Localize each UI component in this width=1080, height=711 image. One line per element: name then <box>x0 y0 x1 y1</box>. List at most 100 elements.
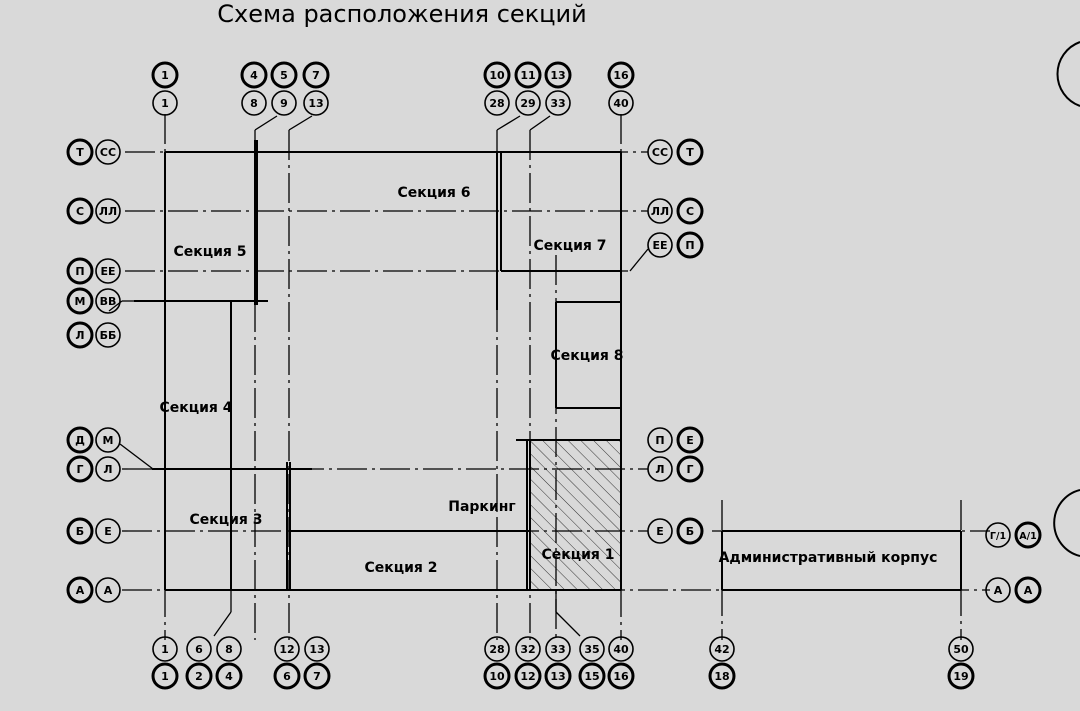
right-ee-p-inner-label: ЕЕ <box>652 239 667 252</box>
top-5-9-outer-label: 5 <box>280 69 288 82</box>
section-2-label: Секция 2 <box>364 560 437 576</box>
section-5-label: Секция 5 <box>173 244 246 260</box>
left-b-e-inner: Е <box>95 518 121 544</box>
right-ee-p-outer: П <box>676 231 704 259</box>
bottom-28-10-outer-label: 10 <box>489 670 505 683</box>
right-cc-t-inner-label: СС <box>652 146 668 159</box>
right-e-b-inner: Е <box>647 518 673 544</box>
top-7-13-outer-label: 7 <box>312 69 320 82</box>
bottom-1-1-outer: 1 <box>151 662 179 690</box>
edge-circle-top <box>1056 41 1080 107</box>
left-b-e-outer-label: Б <box>76 525 84 538</box>
left-l-bb-outer: Л <box>66 321 94 349</box>
left-s-ll-outer: С <box>66 197 94 225</box>
bottom-35-15-outer-label: 15 <box>584 670 599 683</box>
right-cc-t-inner: СС <box>647 139 673 165</box>
bottom-12-6-inner-label: 12 <box>279 643 294 656</box>
bottom-50-19-inner: 50 <box>948 636 974 662</box>
bottom-42-18-outer: 18 <box>708 662 736 690</box>
right-ee-p-outer-label: П <box>685 239 694 252</box>
bottom-33-13-inner: 33 <box>545 636 571 662</box>
bottom-28-10-inner: 28 <box>484 636 510 662</box>
top-10-28-inner-label: 28 <box>489 97 504 110</box>
top-16-40-inner: 40 <box>608 90 634 116</box>
section-3-label: Секция 3 <box>189 512 262 528</box>
edge-circle-bottom <box>1053 489 1080 557</box>
left-p-ee-inner: ЕЕ <box>95 258 121 284</box>
right-e-b-outer-label: Б <box>686 525 694 538</box>
right-cc-t-outer: Т <box>676 138 704 166</box>
top-4-8-outer: 4 <box>240 61 268 89</box>
bottom-50-19-outer: 19 <box>947 662 975 690</box>
left-l-bb-inner-label: ББ <box>100 329 117 342</box>
section-7-label: Секция 7 <box>533 238 606 254</box>
bottom-6-2-inner-label: 6 <box>195 643 203 656</box>
right-ee-p-inner: ЕЕ <box>647 232 673 258</box>
right-e-b-inner-label: Е <box>656 525 664 538</box>
left-m-vv-inner-label: ВВ <box>100 295 117 308</box>
top-13-33-inner: 33 <box>545 90 571 116</box>
bottom-6-2-outer-label: 2 <box>195 670 203 683</box>
left-p-ee-outer: П <box>66 257 94 285</box>
axis-markers: 1148597131028112913331640116284126137281… <box>66 61 1042 690</box>
right-cc-t-outer-label: Т <box>686 146 694 159</box>
left-b-e-outer: Б <box>66 517 94 545</box>
top-5-9-outer: 5 <box>270 61 298 89</box>
left-a-a-outer: А <box>66 576 94 604</box>
bottom-1-1-inner-label: 1 <box>161 643 169 656</box>
bottom-35-15-outer: 15 <box>578 662 606 690</box>
section-labels: Секция 6 Секция 5 Секция 7 Секция 8 Секц… <box>159 185 937 576</box>
wall-lines <box>134 140 962 591</box>
right-e-b-outer: Б <box>676 517 704 545</box>
bottom-42-18-outer-label: 18 <box>714 670 729 683</box>
top-1-outer: 1 <box>151 61 179 89</box>
right-p-e-outer-label: Е <box>686 434 694 447</box>
bottom-13-7-outer: 7 <box>303 662 331 690</box>
left-s-ll-inner-label: ЛЛ <box>99 205 117 218</box>
bottom-33-13-inner-label: 33 <box>550 643 565 656</box>
right-ll-s-outer-label: С <box>686 205 694 218</box>
bottom-13-7-outer-label: 7 <box>313 670 321 683</box>
left-t-cc-outer: Т <box>66 138 94 166</box>
bottom-32-12-inner-label: 32 <box>520 643 535 656</box>
top-10-28-outer-label: 10 <box>489 69 505 82</box>
section-1-hatch <box>530 440 621 590</box>
parking-label: Паркинг <box>448 499 515 515</box>
left-g-l-outer: Г <box>66 455 94 483</box>
left-d-m-inner: М <box>95 427 121 453</box>
left-p-ee-outer-label: П <box>75 265 84 278</box>
top-11-29-inner: 29 <box>515 90 541 116</box>
top-13-33-inner-label: 33 <box>550 97 565 110</box>
left-d-m-inner-label: М <box>103 434 114 447</box>
left-t-cc-inner-label: СС <box>100 146 116 159</box>
section-4-label: Секция 4 <box>159 400 232 416</box>
bottom-50-19-outer-label: 19 <box>953 670 968 683</box>
right-a-a-outer-label: А <box>1024 584 1033 597</box>
left-m-vv-outer: М <box>66 287 94 315</box>
bottom-28-10-inner-label: 28 <box>489 643 504 656</box>
bottom-12-6-outer: 6 <box>273 662 301 690</box>
top-10-28-inner: 28 <box>484 90 510 116</box>
left-d-m-outer-label: Д <box>75 434 85 447</box>
top-7-13-inner: 13 <box>303 90 329 116</box>
right-a-a-outer: А <box>1014 576 1042 604</box>
top-1-inner: 1 <box>152 90 178 116</box>
bottom-40-16-inner-label: 40 <box>613 643 629 656</box>
right-l-g-outer-label: Г <box>686 463 693 476</box>
top-11-29-inner-label: 29 <box>520 97 535 110</box>
right-ll-s-inner: ЛЛ <box>647 198 673 224</box>
left-g-l-inner-label: Л <box>103 463 112 476</box>
bottom-40-16-inner: 40 <box>608 636 634 662</box>
bottom-42-18-inner: 42 <box>709 636 735 662</box>
left-a-a-inner-label: А <box>104 584 113 597</box>
bottom-33-13-outer-label: 13 <box>550 670 565 683</box>
right-g1-a1-outer: А/1 <box>1014 521 1042 549</box>
top-16-40-inner-label: 40 <box>613 97 629 110</box>
top-11-29-outer: 11 <box>514 61 542 89</box>
bottom-42-18-inner-label: 42 <box>714 643 729 656</box>
bottom-6-2-outer: 2 <box>185 662 213 690</box>
top-5-9-inner-label: 9 <box>280 97 288 110</box>
leader-lines <box>108 115 649 637</box>
top-4-8-outer-label: 4 <box>250 69 258 82</box>
